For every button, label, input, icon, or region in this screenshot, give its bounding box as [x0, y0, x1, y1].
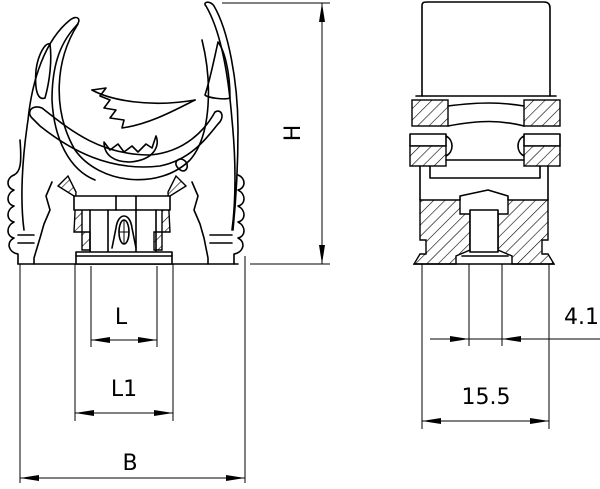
front-view [7, 1, 245, 265]
label-depth: 15.5 [462, 385, 511, 410]
dimension-lines [19, 2, 600, 483]
label-slot-width: 4.1 [564, 305, 599, 330]
label-height: H [281, 125, 306, 142]
label-length1: L1 [111, 377, 137, 402]
label-length: L [115, 305, 128, 330]
label-width: B [122, 451, 137, 476]
side-view [409, 1, 561, 265]
